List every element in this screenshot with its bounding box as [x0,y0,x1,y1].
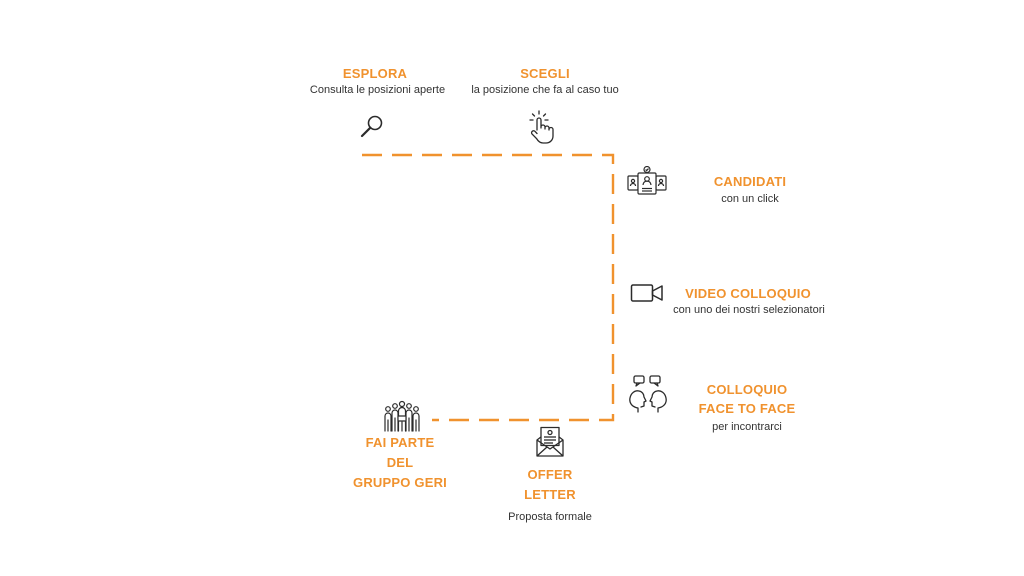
step-gruppo-title-line2: DEL [386,455,414,470]
step-scegli-title: SCEGLI [520,66,570,81]
step-candidati-title: CANDIDATI [713,174,787,189]
step-offer-subtitle: Proposta formale [508,511,592,523]
team-group-icon [384,400,420,432]
step-offer-title-line2: LETTER [524,487,576,502]
video-camera-icon [630,284,663,302]
step-video-subtitle: con uno dei nostri selezionatori [673,304,825,316]
step-esplora-title: ESPLORA [342,66,408,81]
step-scegli-subtitle: la posizione che fa al caso tuo [471,84,619,96]
offer-letter-icon [536,426,564,457]
step-face-subtitle: per incontrarci [712,421,782,433]
pointing-hand-icon [529,110,554,144]
face-to-face-icon [629,375,667,413]
step-esplora-subtitle: Consulta le posizioni aperte [309,84,446,96]
candidate-cards-icon [627,166,667,195]
step-offer-title-line1: OFFER [527,467,573,482]
step-video-title: VIDEO COLLOQUIO [685,286,811,301]
dashed-connector [362,153,615,422]
step-candidati-subtitle: con un click [721,193,779,205]
magnifier-icon [360,115,383,138]
step-gruppo-title-line1: FAI PARTE [365,435,435,450]
step-face-title-line2: FACE TO FACE [698,401,796,416]
step-gruppo-title-line3: GRUPPO GERI [353,475,447,490]
step-face-title-line1: COLLOQUIO [706,382,788,397]
